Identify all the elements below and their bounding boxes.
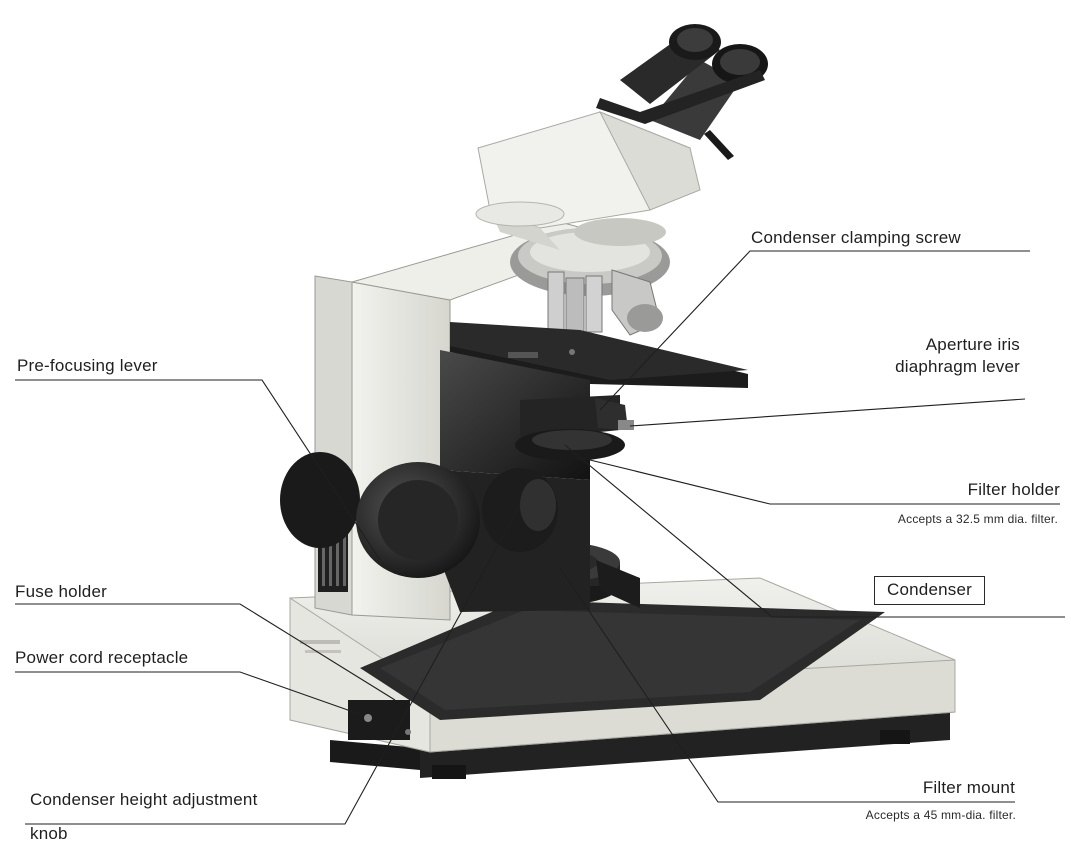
label-pre-focusing-lever: Pre-focusing lever: [17, 356, 158, 376]
condenser-assembly: [515, 395, 634, 461]
label-filter-holder: Filter holder: [860, 480, 1060, 500]
label-condenser-height-line2: knob: [30, 824, 68, 844]
label-aperture-iris-line1: Aperture iris: [820, 335, 1020, 355]
label-filter-mount-note: Accepts a 45 mm-dia. filter.: [760, 808, 1016, 822]
leader-aperture-iris: [630, 399, 1025, 426]
label-power-cord-receptacle: Power cord receptacle: [15, 648, 188, 668]
label-filter-mount: Filter mount: [815, 778, 1015, 798]
label-fuse-holder: Fuse holder: [15, 582, 107, 602]
label-condenser-clamping-screw: Condenser clamping screw: [751, 228, 961, 248]
leader-condenser-clamping-screw: [600, 251, 1030, 410]
label-condenser-height-line1: Condenser height adjustment: [30, 790, 258, 810]
label-condenser: Condenser: [874, 576, 985, 605]
label-aperture-iris-line2: diaphragm lever: [820, 357, 1020, 377]
microscope-head: [476, 112, 700, 250]
label-filter-holder-note: Accepts a 32.5 mm dia. filter.: [800, 512, 1058, 526]
